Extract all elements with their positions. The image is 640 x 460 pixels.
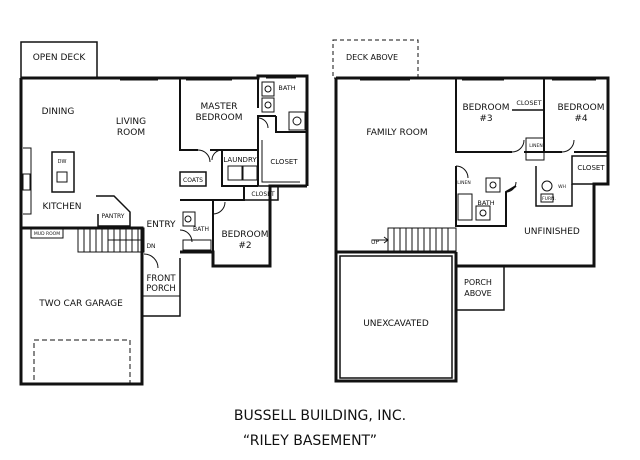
- dining-label: DINING: [42, 107, 75, 117]
- kitchen-label: KITCHEN: [43, 202, 82, 212]
- living-room-label-line2: ROOM: [117, 128, 145, 138]
- front-porch-label-line2: PORCH: [146, 284, 176, 294]
- living-room-label-line1: LIVING: [116, 117, 146, 127]
- caption: BUSSELL BUILDING, INC. “RILEY BASEMENT”: [234, 408, 406, 449]
- bedroom-3-label-line2: #3: [479, 114, 492, 124]
- bedroom-2-label-line2: #2: [238, 241, 251, 251]
- pantry-label: PANTRY: [102, 213, 125, 220]
- plan-name: “RILEY BASEMENT”: [243, 433, 377, 449]
- coats-label: COATS: [183, 177, 203, 184]
- open-deck-label: OPEN DECK: [33, 53, 87, 63]
- water-heater-label: WH: [558, 184, 566, 190]
- garage-label: TWO CAR GARAGE: [38, 299, 123, 309]
- deck-above-label: DECK ABOVE: [346, 53, 398, 62]
- family-room-label: FAMILY ROOM: [366, 128, 427, 138]
- bedroom-4-label-line2: #4: [574, 114, 588, 124]
- dishwasher-label: DW: [58, 159, 67, 165]
- porch-above-label-line2: ABOVE: [464, 289, 492, 298]
- stairs-down-label: DN: [146, 243, 155, 250]
- basement-bath-label: BATH: [477, 199, 494, 207]
- porch-above-label-line1: PORCH: [464, 278, 492, 287]
- linen-lower-label: LINEN: [457, 180, 470, 186]
- master-bedroom-label-line2: BEDROOM: [196, 113, 243, 123]
- basement-closet-right-label: CLOSET: [577, 164, 605, 172]
- bedroom-4-label-line1: BEDROOM: [558, 103, 605, 113]
- main-floor-plan: [19, 41, 309, 386]
- mud-room-label: MUD ROOM: [34, 231, 60, 237]
- unfinished-label: UNFINISHED: [524, 227, 580, 237]
- front-porch-label-line1: FRONT: [146, 274, 176, 284]
- small-closet-label: CLOSET: [251, 191, 275, 198]
- hall-bath-label: BATH: [193, 226, 209, 233]
- bedroom-3-label-line1: BEDROOM: [463, 103, 510, 113]
- master-closet-label: CLOSET: [270, 158, 298, 166]
- basement-plan: [332, 39, 610, 383]
- stairs-up-label: UP: [371, 239, 379, 246]
- linen-upper-label: LINEN: [529, 143, 542, 149]
- laundry-label: LAUNDRY: [223, 156, 257, 164]
- bedroom-2-label-line1: BEDROOM: [222, 230, 269, 240]
- company-name: BUSSELL BUILDING, INC.: [234, 408, 406, 424]
- basement-closet-mid-label: CLOSET: [516, 99, 541, 107]
- master-bedroom-label-line1: MASTER: [200, 102, 237, 112]
- basement-labels: DECK ABOVE FAMILY ROOM BEDROOM #3 CLOSET…: [346, 53, 605, 329]
- main-floor-labels: OPEN DECK DINING LIVING ROOM MASTER BEDR…: [33, 53, 299, 309]
- unexcavated-label: UNEXCAVATED: [363, 319, 429, 329]
- master-bath-label: BATH: [278, 84, 295, 92]
- furnace-label: FURN.: [542, 196, 556, 202]
- entry-label: ENTRY: [146, 220, 176, 230]
